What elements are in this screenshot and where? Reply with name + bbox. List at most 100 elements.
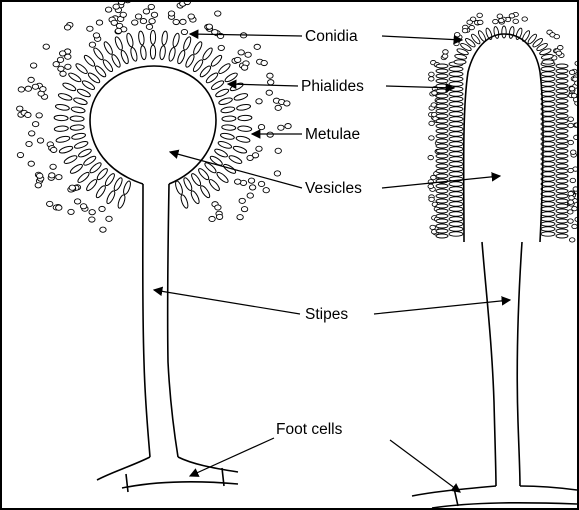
- phialide: [449, 72, 463, 76]
- conidium: [554, 34, 560, 38]
- conidium: [569, 238, 575, 242]
- phialide: [542, 60, 554, 64]
- phialide: [541, 192, 555, 196]
- conidium: [509, 14, 515, 18]
- left-stipe-right-wall: [168, 184, 178, 457]
- phialide: [449, 127, 463, 131]
- phialide: [449, 132, 463, 136]
- conidium: [56, 175, 62, 180]
- conidium: [454, 33, 460, 37]
- right-foot-cell: [412, 486, 577, 508]
- phialide: [556, 94, 568, 98]
- conidium: [87, 26, 93, 31]
- conidium: [568, 117, 574, 121]
- label-stipes: Stipes: [305, 306, 348, 323]
- conidium: [557, 45, 563, 49]
- phialide: [436, 64, 448, 68]
- phialide: [436, 109, 448, 113]
- conidium: [113, 4, 119, 9]
- phialide: [228, 154, 243, 165]
- conidium: [46, 201, 52, 206]
- phialide: [449, 97, 463, 101]
- phialide: [556, 69, 568, 73]
- conidium: [188, 14, 194, 19]
- conidium: [43, 44, 49, 49]
- metula: [184, 54, 195, 69]
- conidium: [568, 191, 574, 195]
- conidium: [118, 2, 124, 5]
- phialide: [556, 144, 568, 148]
- conidium: [278, 125, 284, 130]
- phialide: [75, 62, 89, 75]
- conidium: [80, 204, 86, 209]
- conidium: [274, 171, 280, 176]
- conidium: [428, 184, 434, 188]
- conidium: [50, 147, 56, 152]
- phialide: [449, 77, 463, 81]
- phialide: [436, 199, 448, 203]
- label-foot-cells: Foot cells: [276, 421, 343, 438]
- label-vesicles: Vesicles: [305, 180, 362, 197]
- phialide: [208, 178, 221, 192]
- conidium: [218, 45, 224, 50]
- phialide: [436, 174, 448, 178]
- conidium: [429, 136, 435, 140]
- phialide: [138, 31, 145, 46]
- metula: [215, 88, 230, 99]
- phialide: [217, 62, 231, 75]
- phialide: [216, 171, 230, 184]
- conidium: [32, 84, 38, 89]
- metula: [176, 50, 186, 65]
- phialide: [236, 104, 251, 112]
- phialide: [62, 82, 77, 93]
- conidium: [429, 121, 435, 125]
- phialide: [556, 114, 568, 118]
- conidium: [477, 20, 483, 24]
- phialide: [541, 232, 555, 236]
- metula: [130, 47, 139, 62]
- conidium: [237, 215, 243, 220]
- phialide: [449, 122, 463, 126]
- conidium: [215, 205, 221, 210]
- conidium: [168, 11, 174, 16]
- phialide: [556, 234, 568, 238]
- phialide: [436, 74, 448, 78]
- phialide: [556, 214, 568, 218]
- phialide: [55, 104, 70, 112]
- conidium: [60, 71, 66, 76]
- conidium: [37, 138, 43, 143]
- phialide: [436, 124, 448, 128]
- conidium: [181, 29, 187, 34]
- phialide: [436, 189, 448, 193]
- label-phialides: Phialides: [301, 78, 364, 95]
- conidium: [26, 141, 32, 146]
- conidium: [497, 14, 503, 18]
- metula: [122, 180, 132, 195]
- conidium: [180, 19, 186, 24]
- metula: [77, 148, 92, 159]
- metula: [222, 124, 236, 130]
- conidium: [574, 135, 577, 139]
- phialide: [436, 114, 448, 118]
- phialide: [436, 94, 448, 98]
- phialide: [436, 194, 448, 198]
- right-conidiophore: [412, 12, 577, 508]
- conidium: [99, 206, 105, 211]
- phialide: [54, 115, 68, 121]
- conidium: [105, 7, 111, 12]
- conidium: [245, 52, 251, 57]
- phialide: [69, 163, 84, 175]
- metula: [73, 97, 88, 106]
- phialide: [150, 30, 155, 44]
- conidium: [28, 161, 34, 166]
- conidium: [89, 42, 95, 47]
- phialide: [449, 232, 463, 236]
- phialide: [556, 109, 568, 113]
- phialide: [449, 202, 463, 206]
- phialide: [493, 26, 499, 39]
- phialide: [541, 77, 555, 81]
- phialide: [436, 139, 448, 143]
- conidium: [568, 140, 574, 144]
- conidium: [275, 105, 281, 110]
- phialide: [436, 224, 448, 228]
